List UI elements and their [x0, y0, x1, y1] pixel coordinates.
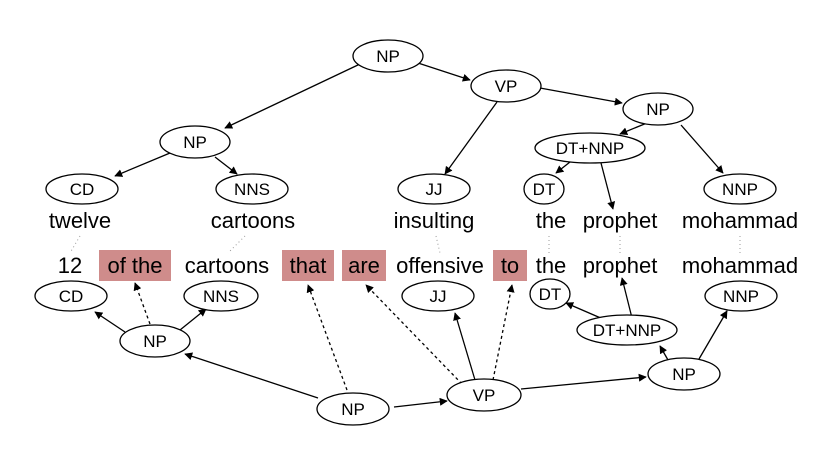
alignment-line [69, 235, 81, 254]
node-label: CD [59, 287, 84, 306]
top-word-mohammad: mohammad [682, 208, 798, 233]
bottom-np-root-node: NP [316, 392, 390, 426]
node-label: NP [672, 365, 696, 384]
top-vp-node: VP [470, 69, 542, 103]
node-label: DT [533, 180, 556, 199]
bottom-np-left-node: NP [119, 324, 191, 358]
top-sentence: twelve cartoons insulting the prophet mo… [49, 208, 798, 233]
node-label: JJ [426, 180, 443, 199]
top-np-left-node: NP [159, 125, 231, 159]
bottom-word-the: the [536, 253, 567, 278]
bottom-word-mohammad: mohammad [682, 253, 798, 278]
highlight-that [282, 250, 334, 281]
node-label: VP [473, 386, 496, 405]
node-label: NNP [722, 180, 758, 199]
bottom-dt-node: DT [529, 278, 571, 310]
top-word-twelve: twelve [49, 208, 111, 233]
top-jj-node: JJ [397, 173, 471, 205]
alignment-line [435, 235, 441, 254]
top-nns-node: NNS [215, 173, 289, 205]
highlight-of-the [99, 250, 171, 281]
alignment-lines [69, 235, 741, 254]
top-dt-node: DT [523, 173, 565, 205]
node-label: NNS [203, 287, 239, 306]
top-word-insulting: insulting [394, 208, 475, 233]
top-np-right-node: NP [622, 92, 694, 126]
bottom-np-right-node: NP [647, 357, 721, 391]
node-label: NNS [234, 180, 270, 199]
node-label: NP [143, 332, 167, 351]
bottom-vp-node: VP [446, 378, 522, 412]
bottom-nns-node: NNS [183, 280, 259, 312]
bottom-tree-edges [94, 277, 728, 408]
node-label: NNP [723, 287, 759, 306]
top-tree-nodes: NP VP NP NP DT+NNP CD NNS JJ [45, 39, 777, 205]
bottom-word-cartoons: cartoons [185, 253, 269, 278]
bottom-word-that: that [290, 253, 327, 278]
top-cd-node: CD [45, 173, 119, 205]
highlight-are [342, 250, 386, 281]
bottom-dtnnp-node: DT+NNP [576, 314, 678, 346]
highlights [99, 250, 527, 281]
top-nnp-node: NNP [703, 173, 777, 205]
alignment-line [227, 235, 246, 254]
top-dtnnp-node: DT+NNP [534, 132, 646, 164]
node-label: JJ [430, 287, 447, 306]
node-label: CD [70, 180, 95, 199]
bottom-cd-node: CD [34, 280, 108, 312]
bottom-tree-nodes: CD NNS JJ DT NNP NP DT+NNP NP [34, 278, 778, 426]
bottom-word-are: are [348, 253, 380, 278]
node-label: VP [495, 77, 518, 96]
bottom-word-to: to [501, 253, 519, 278]
node-label: NP [183, 133, 207, 152]
node-label: NP [376, 47, 400, 66]
node-label: DT [539, 285, 562, 304]
node-label: NP [646, 100, 670, 119]
bottom-jj-node: JJ [401, 280, 475, 312]
node-label: NP [341, 400, 365, 419]
top-word-prophet: prophet [583, 208, 658, 233]
node-label: DT+NNP [556, 139, 624, 158]
top-word-cartoons: cartoons [211, 208, 295, 233]
top-tree-edges [114, 62, 724, 210]
top-word-the: the [536, 208, 567, 233]
bottom-word-prophet: prophet [583, 253, 658, 278]
bottom-sentence: 12 of the cartoons that are offensive to… [58, 253, 798, 278]
bottom-word-offensive: offensive [396, 253, 484, 278]
top-np-root-node: NP [352, 39, 424, 73]
bottom-word-of-the: of the [107, 253, 162, 278]
bottom-nnp-node: NNP [704, 280, 778, 312]
highlight-to [493, 250, 527, 281]
bottom-word-12: 12 [58, 253, 82, 278]
node-label: DT+NNP [593, 321, 661, 340]
